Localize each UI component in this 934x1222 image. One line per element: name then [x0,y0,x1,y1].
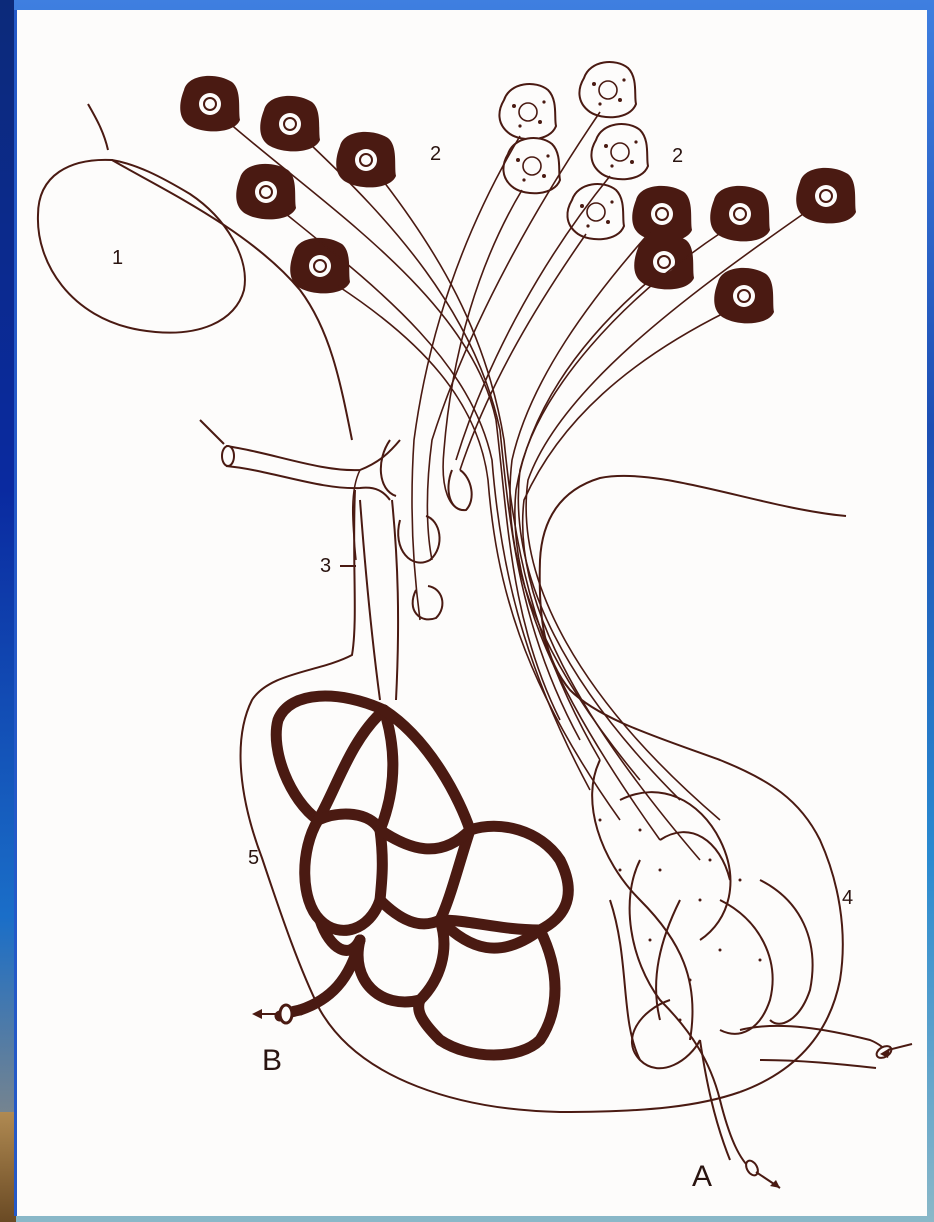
vessel-A [744,1044,912,1188]
posterior-lobe-dots [599,819,762,1022]
neuron-dark [290,238,350,294]
neuron-light [499,84,556,139]
label-A: A [692,1160,712,1193]
neuron-dark [634,234,694,290]
label-4: 4 [842,887,853,909]
label-3: 3 [320,555,331,577]
neuron-dark [796,168,856,224]
label-2-right: 2 [672,145,683,167]
label-1: 1 [112,247,123,269]
portal-vessel [200,420,472,700]
neuron-dark [236,164,296,220]
label-B: B [262,1044,282,1077]
neuron-light [579,62,636,117]
neuron-dark [714,268,774,324]
label-5: 5 [248,847,259,869]
neuron-light [503,138,560,193]
neuron-light [591,124,648,179]
vessel-B [252,1005,300,1023]
anterior-lobe-network [276,696,568,1055]
neuron-light [567,184,624,239]
neuron-dark [260,96,320,152]
neuron-dark [180,76,240,132]
label-2-left: 2 [430,143,441,165]
neuron-dark [632,186,692,242]
posterior-lobe-capillaries [592,760,890,1170]
